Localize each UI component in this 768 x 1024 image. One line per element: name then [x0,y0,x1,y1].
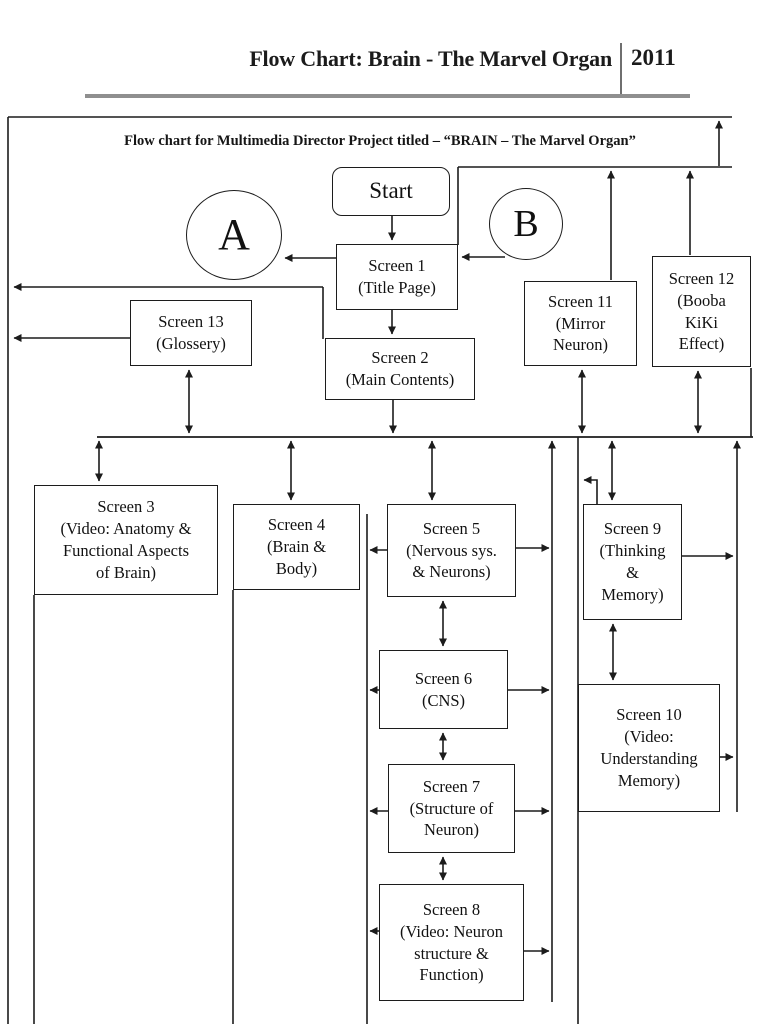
node-screen-13: Screen 13 (Glossery) [130,300,252,366]
page-title: Flow Chart: Brain - The Marvel Organ [249,46,612,71]
node-connector-a: A [186,190,282,280]
node-screen-1: Screen 1 (Title Page) [336,244,458,310]
page-year: 2011 [631,45,676,70]
title-year-divider [620,43,622,97]
node-screen-4: Screen 4 (Brain & Body) [233,504,360,590]
node-screen-8: Screen 8 (Video: Neuron structure & Func… [379,884,524,1001]
node-connector-b: B [489,188,563,260]
node-screen-5: Screen 5 (Nervous sys. & Neurons) [387,504,516,597]
node-screen-11: Screen 11 (Mirror Neuron) [524,281,637,366]
node-screen-2: Screen 2 (Main Contents) [325,338,475,400]
node-screen-12: Screen 12 (Booba KiKi Effect) [652,256,751,367]
arrow-screen9-elbow-left [583,476,598,505]
node-screen-9: Screen 9 (Thinking & Memory) [583,504,682,620]
node-screen-10: Screen 10 (Video: Understanding Memory) [578,684,720,812]
header-rule [85,94,690,98]
node-start: Start [332,167,450,216]
node-screen-7: Screen 7 (Structure of Neuron) [388,764,515,853]
node-screen-3: Screen 3 (Video: Anatomy & Functional As… [34,485,218,595]
node-screen-6: Screen 6 (CNS) [379,650,508,729]
flowchart-title: Flow chart for Multimedia Director Proje… [124,133,636,149]
